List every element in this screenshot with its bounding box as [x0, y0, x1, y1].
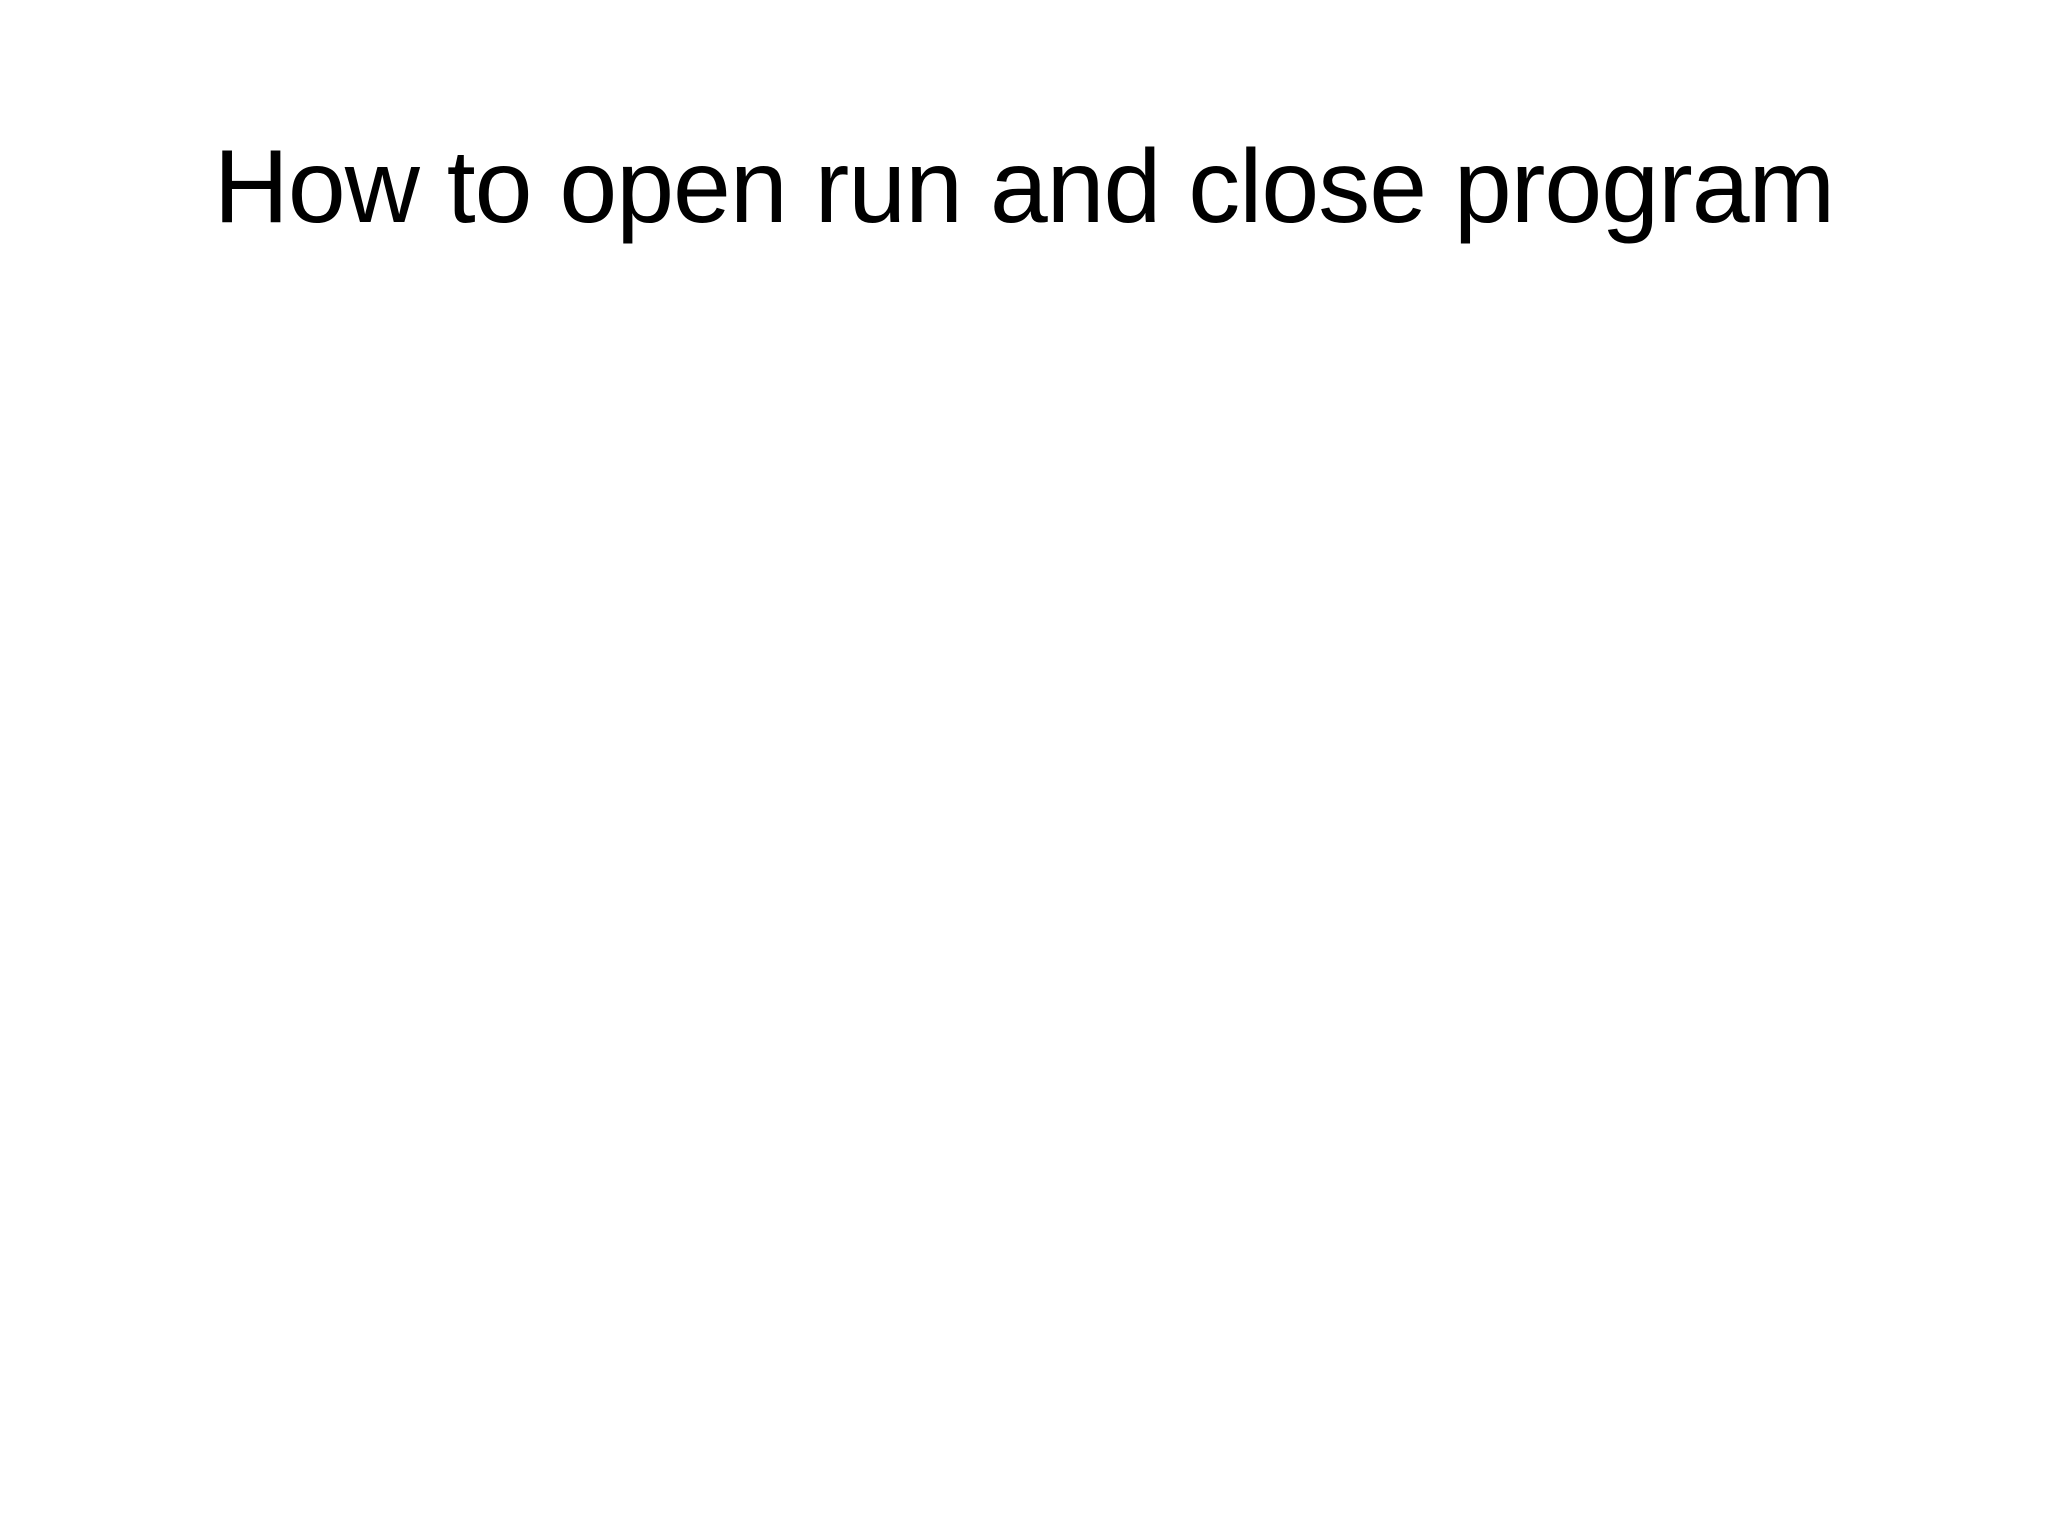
title-placeholder: How to open run and close program: [102, 88, 1946, 288]
slide-title: How to open run and close program: [213, 129, 1835, 246]
